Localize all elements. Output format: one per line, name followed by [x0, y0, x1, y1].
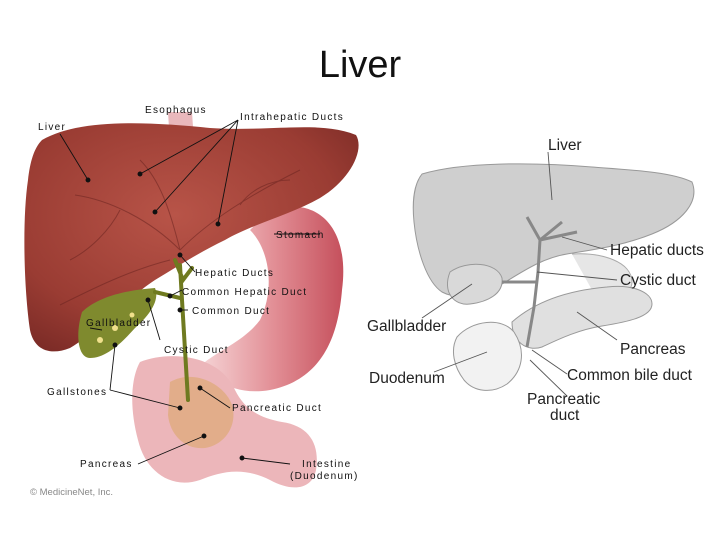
slide-title: Liver	[318, 44, 402, 86]
label-gallbladder-left: Gallbladder	[86, 318, 151, 329]
schematic-pancreas-shape	[511, 285, 653, 349]
label-liver-right: Liver	[548, 137, 582, 154]
schematic-ducts	[502, 216, 578, 348]
label-common-hepatic-duct: Common Hepatic Duct	[182, 287, 307, 298]
label-esophagus: Esophagus	[145, 105, 207, 116]
label-pancreas-right: Pancreas	[620, 341, 686, 358]
label-intrahepatic-ducts: Intrahepatic Ducts	[240, 112, 344, 123]
schematic-leader-lines	[421, 151, 618, 397]
liver-shape	[24, 123, 359, 352]
liver-veins	[59, 159, 301, 306]
copyright-notice: © MedicineNet, Inc.	[30, 487, 113, 498]
label-pancreatic-duct-line1: Pancreatic	[527, 391, 600, 408]
label-stomach: Stomach	[276, 230, 325, 241]
label-liver-left: Liver	[38, 122, 66, 133]
label-intestine: Intestine	[302, 459, 352, 470]
label-gallbladder-right: Gallbladder	[367, 318, 446, 335]
stomach-shape	[205, 206, 344, 392]
gallstones	[97, 312, 135, 343]
label-common-bile-duct: Common bile duct	[567, 367, 693, 384]
label-cystic-duct-left: Cystic Duct	[164, 345, 229, 356]
schematic-gallbladder-shape	[447, 263, 503, 305]
label-duodenum-right: Duodenum	[369, 370, 445, 387]
label-pancreatic-duct-line2: duct	[550, 407, 580, 424]
schematic-duodenum-shape	[453, 321, 522, 391]
colored-anatomy-illustration: Esophagus Liver Intrahepatic Ducts Stoma…	[24, 105, 359, 498]
label-common-duct: Common Duct	[192, 306, 270, 317]
label-pancreatic-duct-left: Pancreatic Duct	[232, 403, 322, 414]
label-pancreas-left: Pancreas	[80, 459, 133, 470]
label-gallstones: Gallstones	[47, 387, 107, 398]
label-duodenum-left: (Duodenum)	[290, 471, 359, 482]
schematic-anatomy-illustration: Liver Hepatic ducts Cystic duct Gallblad…	[367, 137, 704, 424]
label-cystic-duct-right: Cystic duct	[620, 272, 696, 289]
bile-ducts	[153, 258, 194, 402]
label-hepatic-ducts-right: Hepatic ducts	[610, 242, 704, 259]
label-hepatic-ducts-left: Hepatic Ducts	[195, 268, 274, 279]
pancreas-shape	[168, 376, 234, 449]
leader-lines	[59, 119, 320, 465]
